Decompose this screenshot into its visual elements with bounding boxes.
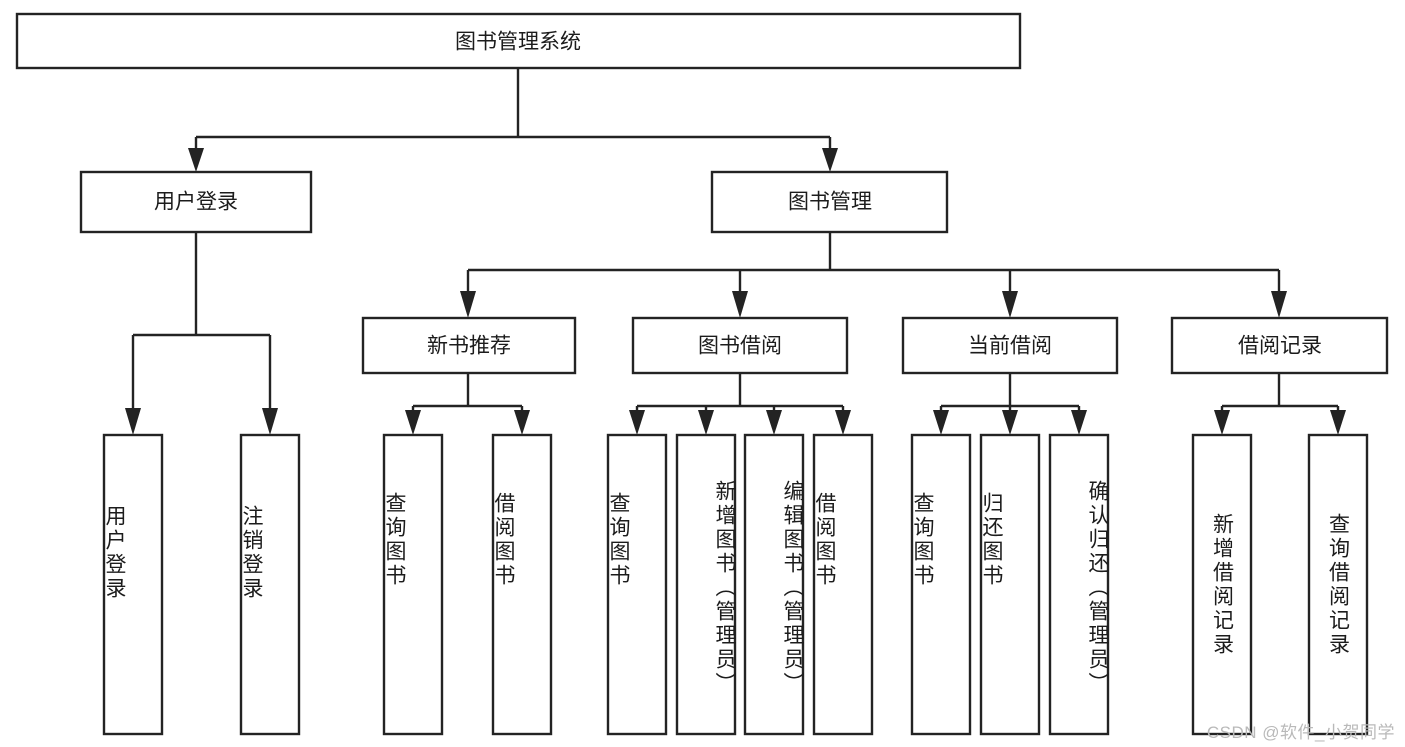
arrow-bm-to-book-borrow <box>732 291 748 318</box>
node-label-book-borrow: 图书借阅 <box>698 335 782 358</box>
arrow-br-leaf-2 <box>1330 410 1346 435</box>
leaf-box-borrow-book-2[interactable] <box>812 433 874 736</box>
arrow-bb-leaf-1 <box>629 410 645 435</box>
node-box-book-management[interactable] <box>710 170 949 234</box>
leaf-box-confirm-return[interactable] <box>1048 433 1110 736</box>
arrow-cb-leaf-2 <box>1002 410 1018 435</box>
arrow-root-to-user-login <box>188 148 204 172</box>
arrow-user-login-leaf-1 <box>125 408 141 435</box>
node-box-new-book-recommend[interactable] <box>361 316 577 375</box>
node-box-user-login[interactable] <box>79 170 313 234</box>
leaf-box-add-book[interactable] <box>675 433 737 736</box>
node-box-root[interactable] <box>15 12 1022 70</box>
arrow-cb-leaf-3 <box>1071 410 1087 435</box>
leaf-box-borrow-book-1[interactable] <box>491 433 553 736</box>
node-label-root: 图书管理系统 <box>455 31 581 54</box>
arrow-br-leaf-1 <box>1214 410 1230 435</box>
node-label-new-book-recommend: 新书推荐 <box>427 335 511 358</box>
arrow-bb-leaf-3 <box>766 410 782 435</box>
leaf-box-add-record[interactable] <box>1191 433 1253 736</box>
node-label-borrow-record: 借阅记录 <box>1238 335 1322 358</box>
node-box-book-borrow[interactable] <box>631 316 849 375</box>
node-layer: 图书管理系统 用户登录 图书管理 新书推荐 图书借阅 当前借阅 借阅记录 <box>15 12 1389 736</box>
arrow-new-book-leaf-1 <box>405 410 421 435</box>
arrow-bb-leaf-2 <box>698 410 714 435</box>
arrow-bb-leaf-4 <box>835 410 851 435</box>
leaf-box-edit-book[interactable] <box>743 433 805 736</box>
leaf-box-user-logout[interactable] <box>239 433 301 736</box>
node-box-borrow-record[interactable] <box>1170 316 1389 375</box>
connector-layer <box>125 68 1346 435</box>
arrow-root-to-book-management <box>822 148 838 172</box>
arrow-new-book-leaf-2 <box>514 410 530 435</box>
leaf-box-user-login[interactable] <box>102 433 164 736</box>
leaf-box-query-record[interactable] <box>1307 433 1369 736</box>
leaf-box-query-book-2[interactable] <box>606 433 668 736</box>
leaf-box-query-book-1[interactable] <box>382 433 444 736</box>
arrow-bm-to-current-borrow <box>1002 291 1018 318</box>
watermark-label: CSDN @软件_小贺同学 <box>1206 723 1395 742</box>
arrow-user-login-leaf-2 <box>262 408 278 435</box>
arrow-bm-to-borrow-record <box>1271 291 1287 318</box>
node-label-book-management: 图书管理 <box>788 191 872 214</box>
arrow-bm-to-new-book <box>460 291 476 318</box>
arrow-cb-leaf-1 <box>933 410 949 435</box>
node-label-user-login: 用户登录 <box>154 191 238 214</box>
leaf-box-return-book[interactable] <box>979 433 1041 736</box>
node-label-current-borrow: 当前借阅 <box>968 335 1052 358</box>
leaf-box-query-book-3[interactable] <box>910 433 972 736</box>
node-box-current-borrow[interactable] <box>901 316 1119 375</box>
